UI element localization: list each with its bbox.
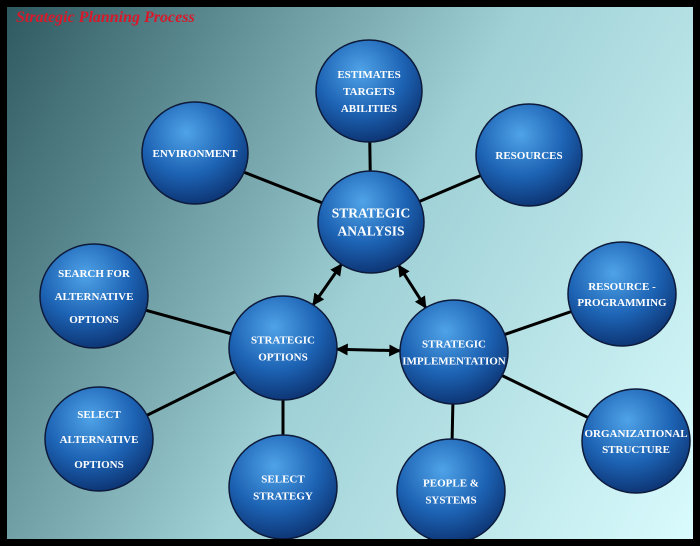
- node-label-select-alternative-options: OPTIONS: [74, 459, 124, 471]
- node-label-strategic-analysis: STRATEGIC: [332, 206, 411, 221]
- node-circle-select-strategy: [228, 434, 338, 539]
- node-circle-environment: [141, 101, 249, 205]
- node-label-strategic-analysis: ANALYSIS: [337, 224, 404, 239]
- node-strategic-analysis: STRATEGIC ANALYSIS: [317, 170, 425, 274]
- node-label-environment: ENVIRONMENT: [153, 148, 239, 160]
- node-circle-resources: [475, 103, 583, 207]
- node-environment: ENVIRONMENT: [141, 101, 249, 205]
- node-label-select-strategy: STRATEGY: [253, 490, 313, 502]
- node-resources: RESOURCES: [475, 103, 583, 207]
- node-label-resource-programming: RESOURCE -: [588, 281, 656, 293]
- node-label-organizational-structure: ORGANIZATIONAL: [584, 428, 687, 440]
- node-search-for-alternative-options: SEARCH FOR ALTERNATIVE OPTIONS: [39, 243, 149, 349]
- node-select-alternative-options: SELECT ALTERNATIVE OPTIONS: [44, 386, 154, 492]
- node-label-estimates-targets-abilities: ABILITIES: [341, 103, 397, 115]
- node-label-search-for-alternative-options: SEARCH FOR: [58, 268, 131, 280]
- connector-strategic-analysis-to-strategic-options: [311, 263, 343, 306]
- node-strategic-implementation: STRATEGIC IMPLEMENTATION: [399, 299, 509, 405]
- nodes: STRATEGIC ANALYSIS ESTIMATES TARGETS ABILITI…: [39, 39, 691, 539]
- node-circle-strategic-analysis: [317, 170, 425, 274]
- node-label-organizational-structure: STRUCTURE: [602, 444, 670, 456]
- node-circle-people-systems: [396, 438, 506, 539]
- node-people-systems: PEOPLE & SYSTEMS: [396, 438, 506, 539]
- node-label-strategic-implementation: STRATEGIC: [422, 338, 486, 350]
- node-circle-resource-programming: [567, 241, 677, 347]
- node-resource-programming: RESOURCE - PROGRAMMING: [567, 241, 677, 347]
- node-label-search-for-alternative-options: OPTIONS: [69, 314, 119, 326]
- node-select-strategy: SELECT STRATEGY: [228, 434, 338, 539]
- node-label-resources: RESOURCES: [495, 150, 562, 162]
- node-circle-strategic-implementation: [399, 299, 509, 405]
- node-label-select-alternative-options: ALTERNATIVE: [60, 434, 139, 446]
- diagram-title: Strategic Planning Process: [16, 9, 195, 26]
- node-label-estimates-targets-abilities: ESTIMATES: [337, 69, 400, 81]
- connector-strategic-analysis-to-strategic-implementation: [397, 264, 427, 309]
- node-label-strategic-options: STRATEGIC: [251, 334, 315, 346]
- node-label-people-systems: SYSTEMS: [425, 494, 476, 506]
- node-circle-estimates-targets-abilities: [315, 39, 423, 143]
- node-strategic-options: STRATEGIC OPTIONS: [228, 295, 338, 401]
- slide-canvas: Strategic Planning Process STRATEGIC ANAL…: [7, 7, 693, 539]
- node-circle-search-for-alternative-options: [39, 243, 149, 349]
- node-label-select-alternative-options: SELECT: [77, 409, 121, 421]
- node-label-strategic-options: OPTIONS: [258, 351, 308, 363]
- node-label-strategic-implementation: IMPLEMENTATION: [402, 355, 506, 367]
- node-circle-strategic-options: [228, 295, 338, 401]
- node-label-search-for-alternative-options: ALTERNATIVE: [55, 291, 134, 303]
- node-label-estimates-targets-abilities: TARGETS: [343, 86, 395, 98]
- node-organizational-structure: ORGANIZATIONAL STRUCTURE: [581, 388, 691, 494]
- connector-strategic-options-to-strategic-implementation: [335, 343, 402, 357]
- node-estimates-targets-abilities: ESTIMATES TARGETS ABILITIES: [315, 39, 423, 143]
- node-label-select-strategy: SELECT: [261, 473, 305, 485]
- node-label-people-systems: PEOPLE &: [423, 477, 479, 489]
- node-label-resource-programming: PROGRAMMING: [577, 297, 667, 309]
- node-circle-organizational-structure: [581, 388, 691, 494]
- node-circle-select-alternative-options: [44, 386, 154, 492]
- strategic-planning-diagram: STRATEGIC ANALYSIS ESTIMATES TARGETS ABILITI…: [39, 39, 691, 539]
